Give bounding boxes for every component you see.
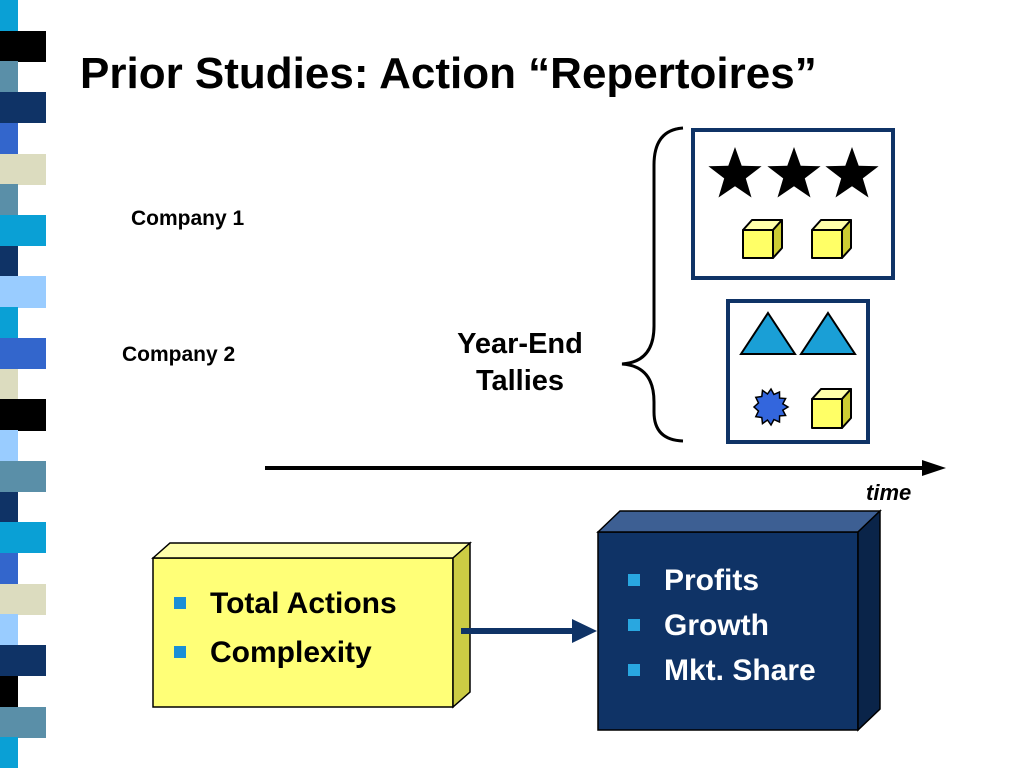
triangle-icon xyxy=(799,311,857,355)
left-box-bullet-list: Total Actions Complexity xyxy=(174,579,397,677)
yellow-box xyxy=(151,541,472,709)
tallies-line-2: Tallies xyxy=(475,365,565,397)
triangle-icon xyxy=(739,311,797,355)
strip-segment xyxy=(0,675,18,708)
strip-segment xyxy=(0,737,18,768)
right-box-bullet-list: Profits Growth Mkt. Share xyxy=(628,558,816,693)
strip-segment xyxy=(0,552,18,585)
navy-box xyxy=(596,509,882,732)
curly-brace xyxy=(621,126,684,443)
bullet-mkt-share: Mkt. Share xyxy=(628,648,816,693)
strip-segment xyxy=(0,184,18,216)
bullet-complexity: Complexity xyxy=(174,628,397,677)
connector-arrowhead xyxy=(572,619,597,643)
strip-segment xyxy=(0,337,46,370)
star-icon xyxy=(708,147,762,198)
time-axis-label: time xyxy=(866,480,912,505)
bullet-profits: Profits xyxy=(628,558,816,603)
cube-icon xyxy=(811,388,852,429)
company-2-label: Company 2 xyxy=(122,343,236,366)
strip-segment xyxy=(0,307,18,339)
strip-segment xyxy=(0,276,46,308)
time-axis-arrowhead xyxy=(922,460,946,476)
strip-segment xyxy=(0,706,46,738)
strip-segment xyxy=(0,614,18,646)
strip-segment xyxy=(0,153,46,185)
strip-segment xyxy=(0,245,18,277)
strip-segment xyxy=(0,583,46,615)
strip-segment xyxy=(0,460,46,493)
company-1-label: Company 1 xyxy=(131,207,245,230)
strip-segment xyxy=(0,30,46,62)
strip-segment xyxy=(0,122,18,155)
strip-segment xyxy=(0,215,46,247)
bullet-total-actions: Total Actions xyxy=(174,579,397,628)
cube-icon xyxy=(811,219,852,259)
tallies-line-1: Year-End xyxy=(457,328,583,360)
strip-segment xyxy=(0,430,18,462)
bullet-growth: Growth xyxy=(628,603,816,648)
strip-segment xyxy=(0,645,46,677)
slide-title: Prior Studies: Action “Repertoires” xyxy=(80,49,817,98)
strip-segment xyxy=(0,92,46,124)
star-icon xyxy=(767,147,821,198)
cube-icon xyxy=(742,219,783,259)
strip-segment xyxy=(0,491,18,523)
strip-segment xyxy=(0,522,46,554)
starburst-icon xyxy=(752,387,790,427)
year-end-tallies-label: Year-End Tallies xyxy=(440,326,600,400)
strip-segment xyxy=(0,368,18,400)
strip-segment xyxy=(0,61,18,93)
decorative-side-strip xyxy=(0,0,46,768)
star-icon xyxy=(825,147,879,198)
strip-segment xyxy=(0,399,46,431)
strip-segment xyxy=(0,0,18,32)
